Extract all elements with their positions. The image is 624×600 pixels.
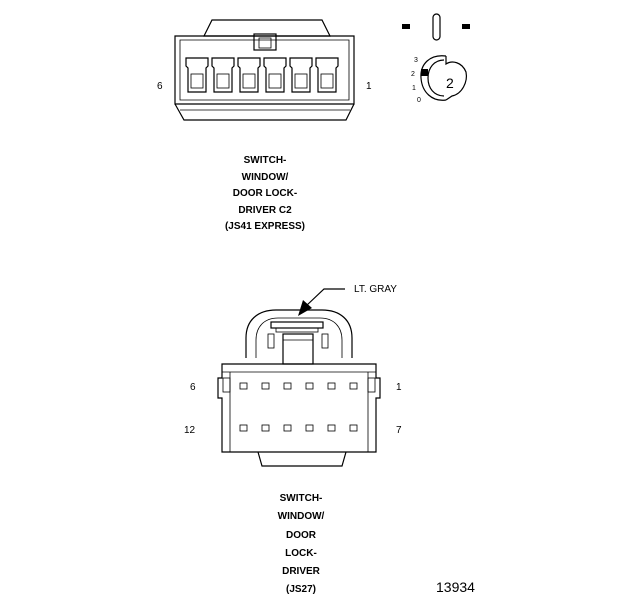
bottom-connector: LT. GRAY [184, 284, 402, 467]
bottom-caption-line-4: LOCK- [285, 548, 317, 559]
key-position-1: 1 [412, 85, 416, 92]
bottom-cavities-row-2 [239, 424, 358, 432]
top-caption-line-3: DOOR LOCK- [233, 188, 297, 199]
bottom-caption-line-1: SWITCH- [280, 493, 323, 504]
callout-arrowhead [298, 300, 312, 316]
top-caption-line-5: (JS41 EXPRESS) [225, 221, 305, 232]
key-label: 2 [446, 75, 454, 91]
top-caption-line-4: DRIVER C2 [238, 205, 292, 216]
bottom-cavities-row-1 [239, 382, 358, 390]
top-caption-line-1: SWITCH- [244, 155, 287, 166]
color-callout-leader [305, 288, 345, 307]
bottom-caption-line-5: DRIVER [282, 566, 321, 577]
bottom-pin-label-12: 12 [184, 425, 196, 436]
top-connector: 6 1 [157, 19, 372, 121]
key-position-2: 2 [411, 71, 415, 78]
top-pin-label-left: 6 [157, 81, 163, 92]
bottom-pin-label-7: 7 [396, 425, 402, 436]
bottom-caption-line-2: WINDOW/ [278, 511, 325, 522]
top-terminal-cavities [185, 57, 339, 93]
top-pin-label-right: 1 [366, 81, 372, 92]
key-position-0: 0 [417, 97, 421, 104]
color-callout-label: LT. GRAY [354, 284, 397, 295]
top-caption-line-2: WINDOW/ [242, 172, 289, 183]
bottom-caption-line-6: (JS27) [286, 584, 316, 595]
bottom-pin-label-6: 6 [190, 382, 196, 393]
key-orientation-icon: 2 3 2 1 0 [402, 13, 470, 104]
bottom-connector-caption: SWITCH- WINDOW/ DOOR LOCK- DRIVER (JS27) [278, 493, 325, 595]
figure-number: 13934 [436, 579, 475, 595]
bottom-caption-line-3: DOOR [286, 530, 317, 541]
key-position-3: 3 [414, 57, 418, 64]
bottom-pin-label-1: 1 [396, 382, 402, 393]
top-connector-caption: SWITCH- WINDOW/ DOOR LOCK- DRIVER C2 (JS… [225, 155, 305, 232]
